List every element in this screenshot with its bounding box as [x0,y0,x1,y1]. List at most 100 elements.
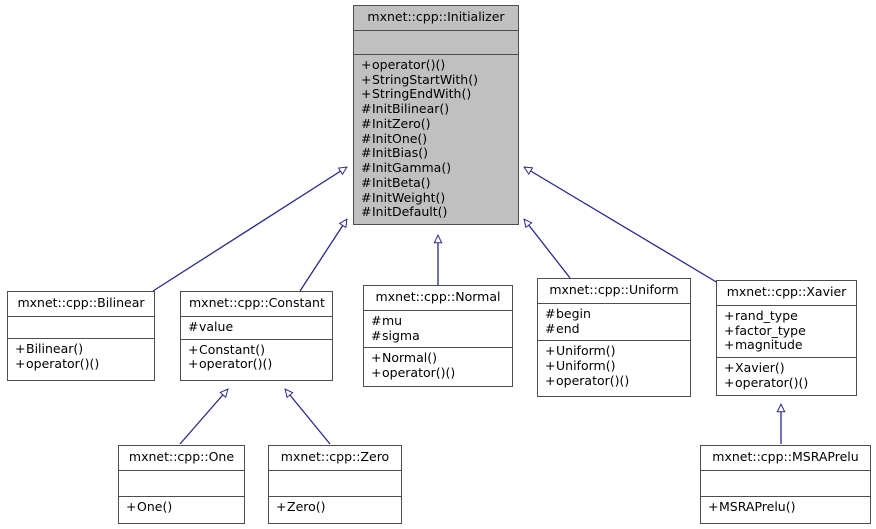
class-box-zero[interactable]: mxnet::cpp::Zero +Zero() [268,445,402,524]
member-row: +magnitude [724,337,849,353]
member-label: Xavier() [735,360,785,375]
member-row: +One() [126,498,237,515]
member-row: #InitBilinear() [361,101,511,117]
member-row: +StringStartWith() [361,71,511,88]
visibility-marker: + [724,360,735,375]
member-label: Constant() [199,341,265,357]
member-row: #sigma [371,327,505,344]
member-row: +operator()() [724,374,849,391]
member-row: +factor_type [724,322,849,339]
class-name-msraprelu: mxnet::cpp::MSRAPrelu [701,446,870,471]
member-row: #value [188,318,325,335]
visibility-marker: + [126,498,137,514]
class-name-constant: mxnet::cpp::Constant [181,292,332,317]
member-label: operator()() [382,365,456,380]
class-operations-xavier: +Xavier() +operator()() [717,358,856,395]
member-label: Uniform() [556,358,616,373]
visibility-marker: + [276,498,287,514]
visibility-marker: + [371,365,382,380]
member-row: +Xavier() [724,360,849,376]
visibility-marker: + [545,343,556,359]
class-box-xavier[interactable]: mxnet::cpp::Xavier +rand_type +factor_ty… [716,280,857,396]
visibility-marker: # [361,115,372,131]
member-label: rand_type [735,307,798,323]
member-label: InitBilinear() [372,101,450,116]
class-attributes-one [119,471,244,497]
member-row: #InitZero() [361,115,511,132]
member-row: +operator()() [15,355,147,372]
visibility-marker: + [15,355,26,371]
member-label: InitBias() [372,145,428,161]
member-row: #InitDefault() [361,204,511,220]
member-row: #InitBias() [361,145,511,161]
member-label: Normal() [382,350,437,366]
visibility-marker: # [361,130,372,146]
class-box-uniform[interactable]: mxnet::cpp::Uniform #begin #end +Uniform… [537,278,691,397]
class-name-zero: mxnet::cpp::Zero [269,446,401,471]
member-row: #InitWeight() [361,189,511,206]
member-row: +StringEndWith() [361,86,511,102]
member-row: #InitOne() [361,130,511,147]
visibility-marker: # [361,189,372,205]
class-operations-uniform: +Uniform() +Uniform() +operator()() [538,341,690,392]
member-row: +operator()() [545,372,683,389]
member-label: InitDefault() [372,204,448,220]
class-name-uniform: mxnet::cpp::Uniform [538,279,690,304]
class-operations-normal: +Normal() +operator()() [364,348,512,385]
class-box-initializer[interactable]: mxnet::cpp::Initializer +operator()() +S… [353,5,519,225]
visibility-marker: + [371,350,382,366]
member-label: begin [556,305,591,321]
member-label: StringEndWith() [372,86,472,102]
visibility-marker: + [724,307,735,323]
member-row: +Constant() [188,341,325,358]
member-row: #begin [545,305,683,322]
member-row: +rand_type [724,307,849,324]
member-label: InitBeta() [372,174,431,190]
class-operations-one: +One() [119,497,244,519]
class-attributes-initializer [354,31,518,55]
member-row: +Uniform() [545,358,683,374]
member-label: operator()() [735,374,809,390]
member-label: MSRAPrelu() [719,498,796,514]
visibility-marker: + [724,322,735,338]
class-attributes-bilinear [8,317,154,339]
member-row: +Uniform() [545,343,683,359]
class-box-msraprelu[interactable]: mxnet::cpp::MSRAPrelu +MSRAPrelu() [700,445,871,524]
member-row: #end [545,320,683,337]
member-label: Bilinear() [26,340,84,356]
member-row: #mu [371,312,505,329]
visibility-marker: + [361,56,372,72]
class-box-normal[interactable]: mxnet::cpp::Normal #mu #sigma +Normal() … [363,285,513,387]
edge-xavier-initializer [524,166,719,284]
member-label: magnitude [735,337,803,353]
visibility-marker: + [188,356,199,372]
class-name-initializer: mxnet::cpp::Initializer [354,6,518,31]
class-box-one[interactable]: mxnet::cpp::One +One() [118,445,245,524]
member-row: +operator()() [361,56,511,73]
visibility-marker: # [371,312,382,328]
class-box-bilinear[interactable]: mxnet::cpp::Bilinear +Bilinear() +operat… [7,291,155,381]
class-attributes-constant: #value [181,317,332,340]
class-attributes-zero [269,471,401,497]
visibility-marker: + [361,71,372,87]
class-operations-bilinear: +Bilinear() +operator()() [8,339,154,376]
member-label: operator()() [556,372,630,388]
visibility-marker: + [724,374,735,390]
visibility-marker: # [188,318,199,334]
visibility-marker: # [545,320,556,336]
class-name-xavier: mxnet::cpp::Xavier [717,281,856,306]
edge-constant-initializer [299,219,348,292]
class-name-bilinear: mxnet::cpp::Bilinear [8,292,154,317]
member-row: #InitGamma() [361,160,511,176]
visibility-marker: + [545,358,556,373]
member-row: +Normal() [371,350,505,366]
member-row: #InitBeta() [361,174,511,191]
class-box-constant[interactable]: mxnet::cpp::Constant #value +Constant() … [180,291,333,381]
visibility-marker: # [371,327,382,343]
visibility-marker: + [188,341,199,357]
edge-zero-constant [285,389,331,445]
visibility-marker: # [361,101,372,116]
visibility-marker: + [708,498,719,514]
member-label: InitGamma() [372,160,452,175]
edge-one-constant [179,389,228,445]
